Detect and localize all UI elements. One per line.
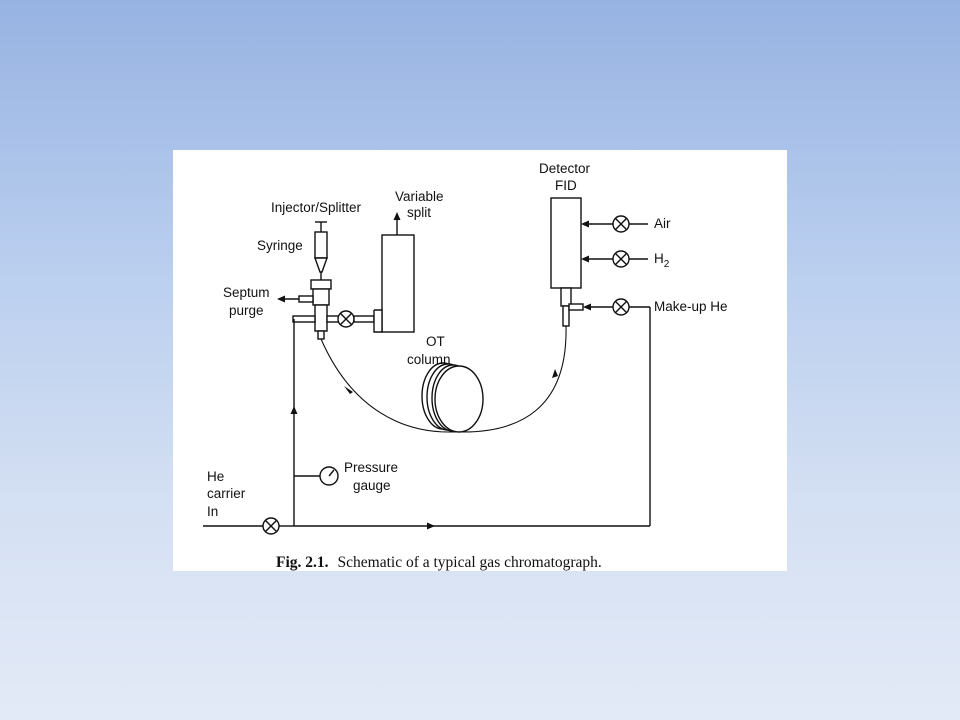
splitter-port [373,309,383,333]
h2-label: H2 [654,251,670,270]
detector-label-2: FID [555,178,577,193]
syringe-label: Syringe [257,238,303,253]
figure-caption-text: Schematic of a typical gas chromatograph… [338,554,602,571]
ot-label-2: column [407,352,451,367]
septum-purge-tube [298,295,314,303]
diagram-figure: Injector/Splitter Variable split Syringe… [173,150,787,571]
injector-outlet-stub [317,330,325,340]
h2-valve-cross-b [614,252,628,266]
splitter-vessel [381,234,415,333]
pressure-label-1: Pressure [344,460,398,475]
column-coil-front [434,365,484,433]
variable-split-label-1: Variable [395,189,444,204]
air-valve-cross-b [614,217,628,231]
makeup-label: Make-up He [654,299,728,314]
septum-label-1: Septum [223,285,270,300]
pressure-label-2: gauge [353,478,391,493]
gc-schematic: Injector/Splitter Variable split Syringe… [203,161,728,571]
carrier-valve-cross-b [264,519,278,533]
split-tube-right [353,315,375,323]
variable-split-label-2: split [407,205,431,220]
he-label-2: carrier [207,486,246,501]
injector-label: Injector/Splitter [271,200,362,215]
variable-split-arrow [393,212,401,220]
column-arrow-right [552,369,558,378]
he-label-3: In [207,504,218,519]
detector-label-1: Detector [539,161,591,176]
makeup-supply-arrow [427,522,435,530]
h2-label-base: H [654,251,664,266]
air-arrow [581,220,589,228]
detector-body [550,197,582,289]
detector-neck [560,287,572,307]
injector-lower-body [314,304,328,332]
h2-label-subscript: 2 [664,259,670,270]
figure-caption: Fig. 2.1. Schematic of a typical gas chro… [276,554,602,571]
figure-caption-number: Fig. 2.1. [276,554,329,571]
h2-arrow [581,255,589,263]
septum-label-2: purge [229,303,264,318]
injector-cap [310,279,332,290]
detector-inlet-stub [562,305,570,327]
ot-column [320,325,567,433]
detector-assembly [550,197,650,327]
split-valve-cross-b [339,312,353,326]
carrier-riser-arrow [290,406,298,414]
split-tube-left [326,315,340,323]
syringe-barrel [314,231,328,259]
makeup-valve-cross-b [614,300,628,314]
pressure-gauge-needle [328,469,335,477]
septum-purge-arrow [277,295,285,303]
carrier-gas-circuit [203,307,651,535]
injector-upper-body [312,288,330,306]
makeup-arrow [583,303,591,311]
syringe-taper [314,257,328,273]
injector-assembly [277,212,415,340]
makeup-inlet-tube [568,303,584,311]
he-label-1: He [207,469,224,484]
column-arrow-left [344,386,353,394]
air-label: Air [654,216,671,231]
ot-label-1: OT [426,334,445,349]
carrier-inlet-tube [292,315,316,323]
